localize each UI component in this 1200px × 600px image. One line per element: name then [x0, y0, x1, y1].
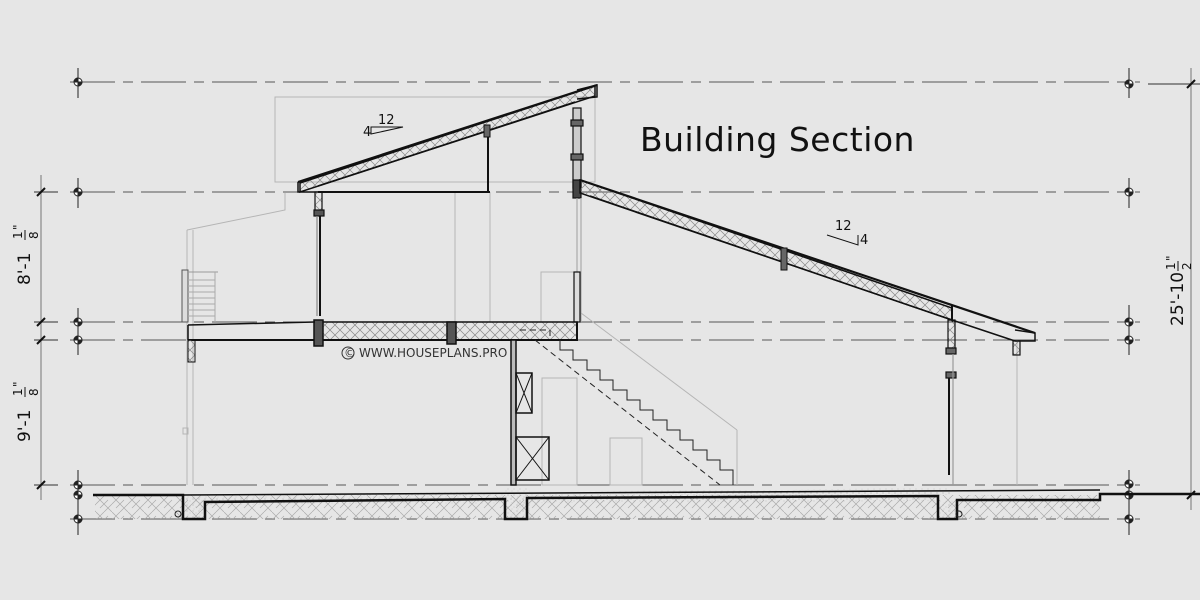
svg-text:8: 8	[27, 388, 41, 396]
svg-text:4: 4	[363, 125, 371, 140]
interior-bearing-wall	[510, 339, 550, 486]
foundation	[93, 488, 1200, 521]
dimension-line-left	[34, 175, 58, 500]
roof-pitch-lower: 12 4	[826, 219, 868, 248]
svg-text:2: 2	[1180, 262, 1194, 270]
upper-floor-system	[187, 319, 578, 347]
svg-text:8'-1: 8'-1	[15, 253, 35, 285]
svg-text:25'-10: 25'-10	[1168, 272, 1188, 326]
roof-pitch-upper: 12 4	[363, 113, 404, 140]
upper-left-wall	[313, 191, 325, 316]
dimension-label-upper: 8'-1 1 8 "	[11, 224, 41, 285]
stairs	[520, 329, 734, 486]
deck-railing	[181, 269, 218, 323]
svg-text:12: 12	[378, 113, 395, 128]
dimension-label-total: 25'-10 1 2 "	[1164, 255, 1194, 326]
svg-text:1: 1	[1164, 262, 1178, 270]
dimension-label-lower: 9'-1 1 8 "	[11, 381, 41, 442]
svg-text:4: 4	[860, 233, 868, 248]
upper-roof	[297, 83, 598, 194]
svg-text:12: 12	[835, 219, 852, 234]
svg-text:": "	[11, 224, 25, 230]
level-markers-right	[1124, 68, 1134, 535]
svg-text:9'-1: 9'-1	[15, 410, 35, 442]
svg-text:©: ©	[344, 346, 356, 360]
level-lines	[70, 81, 1140, 520]
deck-post	[187, 339, 196, 363]
clerestory-wall	[570, 107, 584, 323]
svg-text:1: 1	[11, 231, 25, 239]
svg-text:": "	[11, 381, 25, 387]
svg-text:": "	[1164, 255, 1178, 261]
right-exterior-wall	[945, 319, 1021, 485]
level-markers-left	[73, 68, 83, 535]
copyright-notice: © WWW.HOUSEPLANS.PRO	[341, 346, 507, 360]
drawing-title: Building Section	[640, 120, 915, 159]
svg-text:1: 1	[11, 388, 25, 396]
svg-text:WWW.HOUSEPLANS.PRO: WWW.HOUSEPLANS.PRO	[359, 346, 507, 360]
svg-text:8: 8	[27, 231, 41, 239]
lower-roof	[579, 178, 1036, 342]
